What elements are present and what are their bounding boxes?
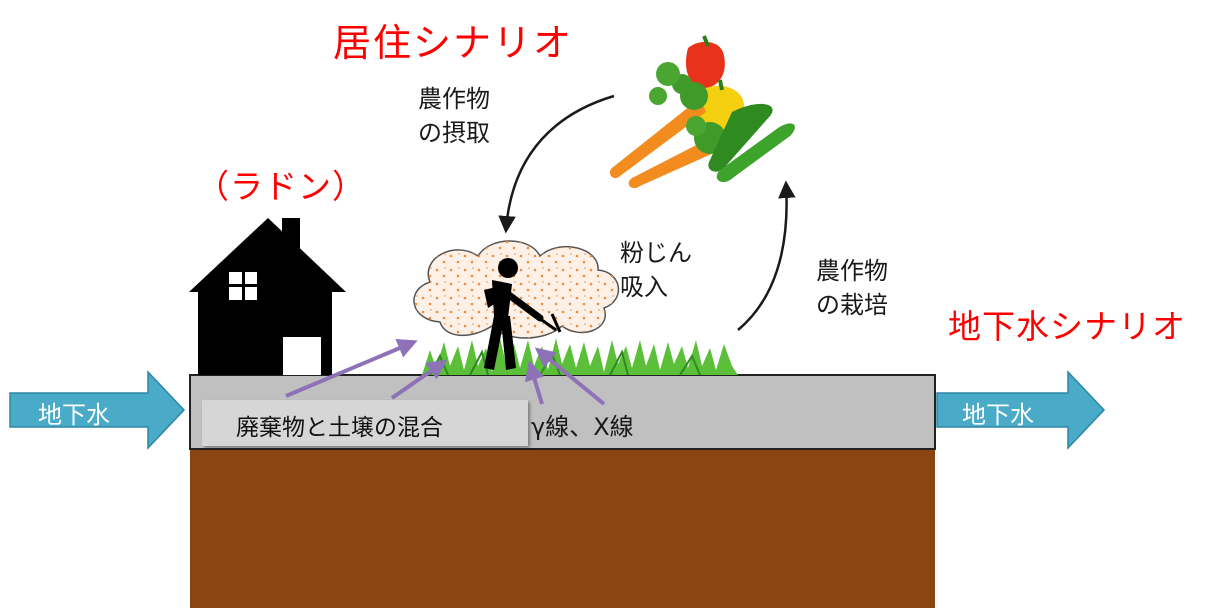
waste-soil-mixture-label: 廃棄物と土壌の混合	[236, 415, 443, 441]
radon-label: （ラドン）	[196, 167, 366, 206]
radiation-arrows	[285, 339, 606, 406]
crop-cultivation-line-1: 農作物	[816, 257, 888, 285]
dust-cloud-icon	[413, 240, 620, 339]
crop-intake-line-1: 農作物	[418, 85, 490, 113]
vegetables-icon	[609, 35, 795, 189]
crop-intake-line-2: の摂取	[418, 119, 490, 147]
groundwater-inflow-label: 地下水	[38, 401, 110, 429]
groundwater-outflow-arrow	[936, 370, 1106, 450]
groundwater-outflow-label: 地下水	[962, 401, 1034, 429]
residential-scenario-title: 居住シナリオ	[333, 21, 574, 65]
crop-cultivation-arrow	[737, 180, 796, 331]
radiation-label: γ線、X線	[531, 413, 634, 441]
crop-cultivation-line-2: の栽培	[816, 291, 888, 319]
dust-inhalation-line-2: 吸入	[620, 273, 668, 301]
crop-cultivation-label: 農作物 の栽培	[816, 254, 888, 322]
waste-soil-mixture-box	[202, 400, 528, 446]
soil-layer	[190, 448, 935, 608]
crop-intake-arrow	[498, 94, 615, 234]
worker-with-pickaxe-icon	[484, 258, 562, 370]
groundwater-scenario-title: 地下水シナリオ	[948, 307, 1186, 346]
grass-icon	[422, 338, 738, 376]
dust-inhalation-line-1: 粉じん	[620, 239, 692, 267]
dust-inhalation-label: 粉じん 吸入	[620, 236, 692, 304]
groundwater-inflow-arrow	[9, 370, 186, 450]
house-icon	[189, 218, 346, 375]
crop-intake-label: 農作物 の摂取	[418, 82, 490, 150]
